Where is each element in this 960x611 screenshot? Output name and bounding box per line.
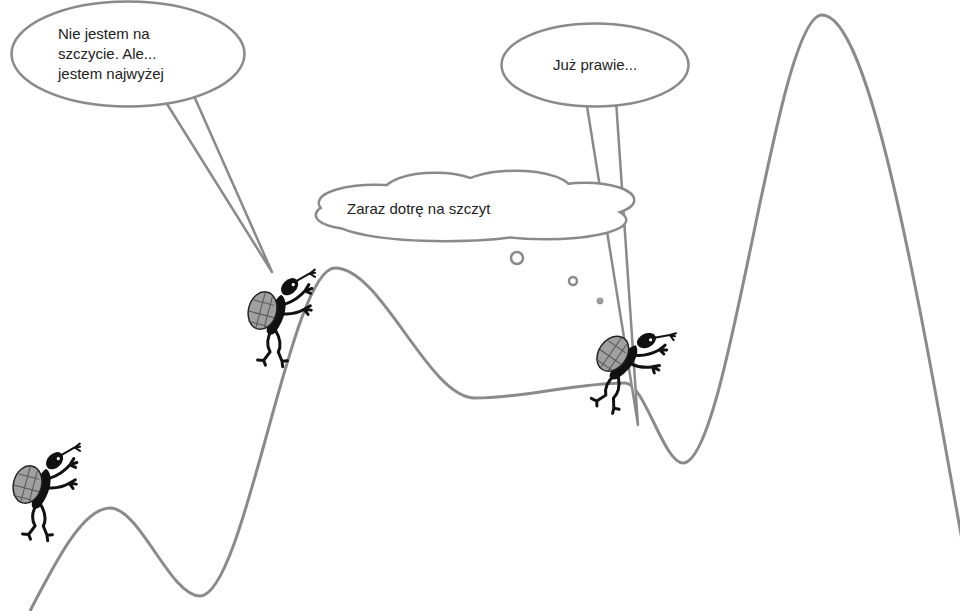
climber-figure: [572, 302, 682, 423]
thought-text: Zaraz dotrę na szczyt: [347, 199, 490, 219]
climber-figure: [1, 430, 87, 547]
thought-dot: [597, 298, 603, 304]
speech-bubble: Nie jestem na szczycie. Ale... jestem na…: [10, 0, 246, 108]
thought-dot: [569, 277, 577, 285]
thought-cloud: Zaraz dotrę na szczyt: [315, 170, 640, 248]
speech-bubble: Już prawie...: [500, 22, 690, 108]
speech-tail: [162, 96, 272, 272]
climber-figure: [236, 256, 322, 373]
speech-text: Nie jestem na szczycie. Ale... jestem na…: [58, 24, 198, 84]
thought-dot: [511, 252, 523, 264]
speech-text: Już prawie...: [553, 55, 637, 75]
